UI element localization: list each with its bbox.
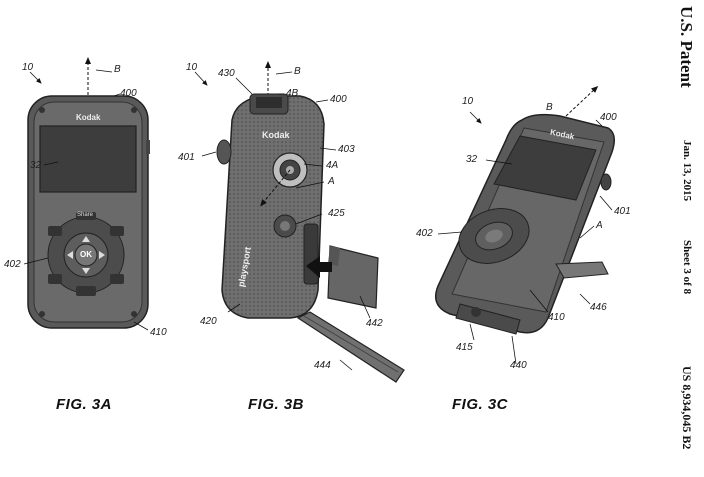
ref-label: 10 — [186, 62, 198, 73]
ref-label: 4A — [326, 160, 339, 171]
figure-caption-3c: FIG. 3C — [452, 396, 509, 413]
patent-header-strip: U.S. Patent Jan. 13, 2015 Sheet 3 of 8 U… — [664, 0, 704, 477]
ref-label: 402 — [416, 228, 433, 239]
ref-label: B — [114, 64, 121, 75]
ref-label: 401 — [614, 206, 631, 217]
ref-label: 430 — [218, 68, 235, 79]
ref-label: 400 — [600, 112, 617, 123]
ref-label: A — [328, 176, 335, 187]
sheet-number: Sheet 3 of 8 — [681, 240, 693, 295]
ref-label: 444 — [314, 360, 331, 371]
fig-3a-ok-button: OK — [80, 250, 92, 259]
fig-3a-drawing — [23, 57, 150, 331]
ref-label: 420 — [200, 316, 217, 327]
ref-label: 401 — [178, 152, 195, 163]
ref-label: B — [294, 66, 301, 77]
ref-label: 425 — [328, 208, 345, 219]
ref-label: 410 — [150, 327, 167, 338]
fig-3b-drawing — [194, 61, 405, 383]
ref-label: 410 — [548, 312, 565, 323]
ref-label: 32 — [466, 154, 478, 165]
issue-date: Jan. 13, 2015 — [681, 140, 693, 202]
publisher-label: U.S. Patent — [677, 6, 696, 88]
fig-3c-drawing — [435, 85, 615, 365]
figure-caption-3b: FIG. 3B — [248, 396, 305, 413]
ref-label: 415 — [456, 342, 473, 353]
ref-label: 400 — [330, 94, 347, 105]
ref-label: 4B — [286, 88, 299, 99]
figure-caption-3a: FIG. 3A — [56, 396, 113, 413]
ref-label: 402 — [4, 259, 21, 270]
ref-label: 10 — [462, 96, 474, 107]
ref-label: 10 — [22, 62, 34, 73]
ref-label: A — [596, 220, 603, 231]
ref-label: 442 — [366, 318, 383, 329]
fig-3a-brand-logo: Kodak — [76, 113, 101, 122]
ref-label: 400 — [120, 88, 137, 99]
fig-3b-brand-logo: Kodak — [262, 130, 290, 140]
ref-label: 403 — [338, 144, 355, 155]
ref-label: 446 — [590, 302, 607, 313]
fig-3a-share-button: Share — [77, 212, 94, 218]
patent-number: US 8,934,045 B2 — [680, 366, 694, 450]
ref-label: 32 — [30, 160, 42, 171]
ref-label: 440 — [510, 360, 527, 371]
ref-label: B — [546, 102, 553, 113]
